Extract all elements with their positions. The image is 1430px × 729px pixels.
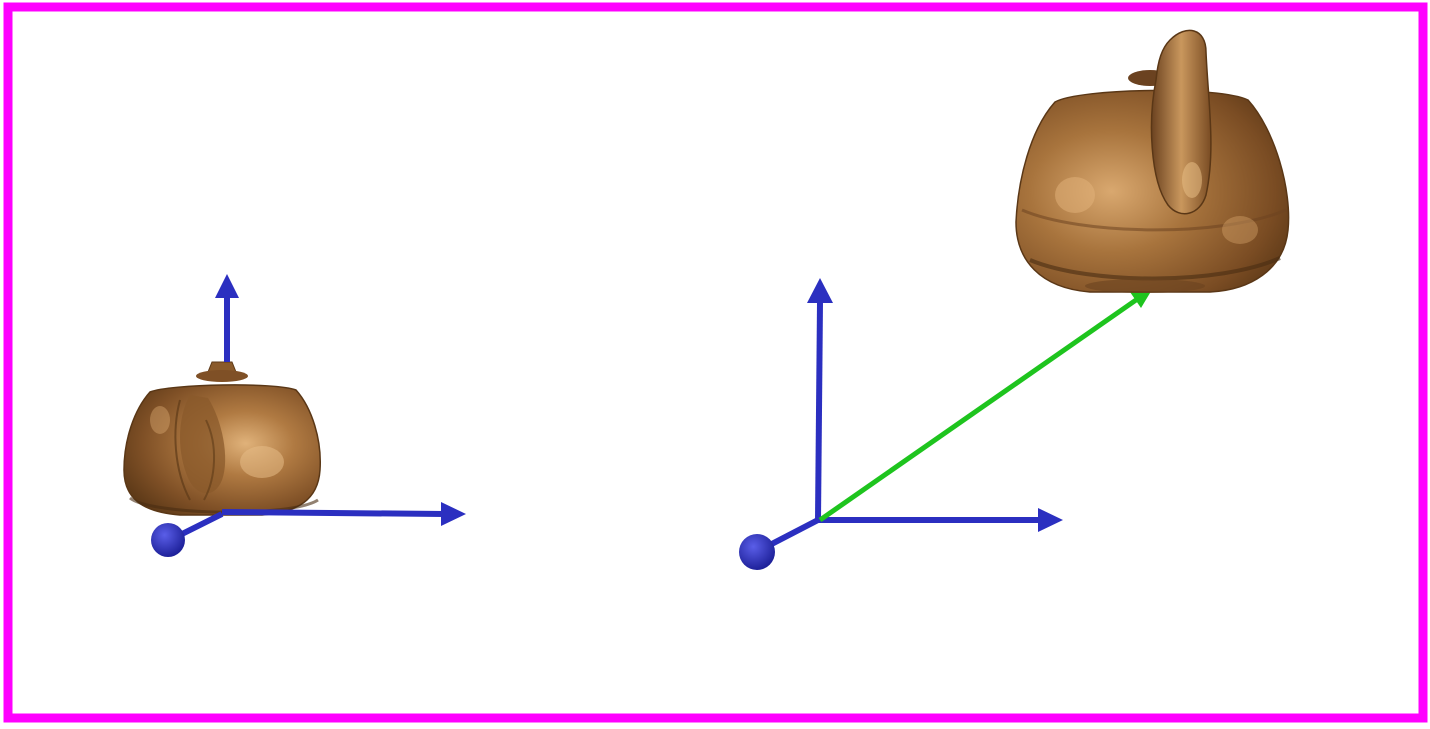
coordinate-axes-original bbox=[151, 274, 466, 557]
arrowhead-icon bbox=[441, 502, 466, 526]
axis-y-translated bbox=[815, 301, 823, 521]
axis-x-original bbox=[221, 509, 445, 517]
scene-original bbox=[123, 274, 466, 557]
scene-translated bbox=[739, 29, 1290, 570]
coordinate-axes-translated bbox=[739, 278, 1063, 570]
axis-z-translated bbox=[762, 517, 820, 551]
arrowhead-icon bbox=[807, 278, 833, 303]
arrowhead-icon bbox=[1038, 508, 1063, 532]
sphere-icon bbox=[151, 523, 185, 557]
translation-vector bbox=[818, 288, 1153, 523]
arrowhead-icon bbox=[215, 274, 239, 298]
sphere-icon bbox=[739, 534, 775, 570]
teapot-original bbox=[123, 361, 321, 516]
teapot-translated bbox=[1015, 29, 1290, 293]
frame-border bbox=[3, 2, 1428, 723]
arrowhead-icon bbox=[1130, 288, 1153, 308]
